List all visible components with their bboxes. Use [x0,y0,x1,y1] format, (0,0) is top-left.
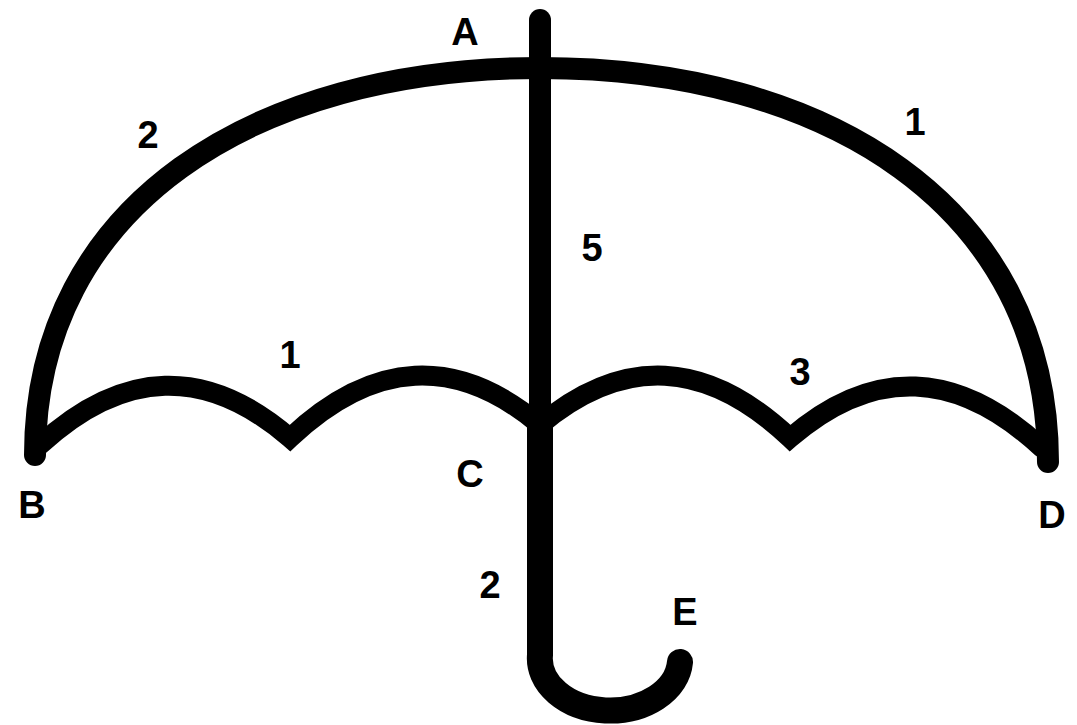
vertex-letter: D [1038,496,1065,534]
edge-weight: 5 [581,229,602,267]
edge-weight: 1 [904,103,925,141]
vertex-letter: B [18,486,45,524]
umbrella-shaft [529,20,551,430]
edge-weight: 1 [279,336,300,374]
umbrella-handle [540,425,680,711]
edge-weight: 2 [479,566,500,604]
vertex-letter: C [456,455,483,493]
edge-weight: 2 [137,116,158,154]
vertex-letter: A [451,13,478,51]
edge-weight: 3 [789,353,810,391]
vertex-letter: E [672,593,697,631]
